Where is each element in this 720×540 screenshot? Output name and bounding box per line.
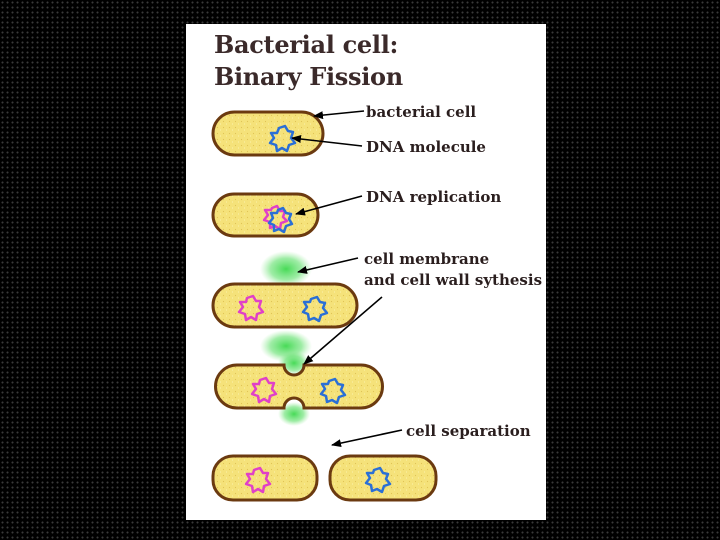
cell-stage-3 <box>211 251 359 362</box>
label-bacterial-cell: bacterial cell <box>366 103 477 121</box>
membrane-synthesis-glow-bottom <box>278 402 310 426</box>
label-cell-separation: cell separation <box>406 422 531 440</box>
cell-stage-2 <box>211 192 320 238</box>
elongated-cell <box>211 282 359 329</box>
arrow-to-dna-molecule <box>291 135 363 147</box>
dna-copy <box>237 294 265 322</box>
bacterial-cell <box>211 110 325 157</box>
dna-original <box>364 466 392 494</box>
label-membrane-line-1: cell membrane <box>364 250 490 268</box>
dna-original <box>267 206 294 234</box>
daughter-cell-right <box>328 454 438 502</box>
label-dna-molecule: DNA molecule <box>366 138 486 156</box>
membrane-synthesis-glow-top <box>260 251 312 287</box>
daughter-cell-left <box>211 454 319 502</box>
arrow-to-membrane-synthesis <box>297 257 359 274</box>
replicating-cell <box>211 192 320 238</box>
diagram-panel: Bacterial cell: Binary Fission bacterial… <box>186 24 546 520</box>
arrow-to-dna-replication <box>295 195 363 216</box>
label-membrane-line-2: and cell wall sythesis <box>364 271 543 289</box>
title-line-2: Binary Fission <box>214 62 403 91</box>
cell-stage-1 <box>211 110 325 157</box>
label-dna-replication: DNA replication <box>366 188 502 206</box>
cell-stage-5 <box>211 454 438 502</box>
dna-original <box>319 377 347 405</box>
arrow-to-septum <box>303 296 383 365</box>
dna-copy <box>244 466 272 494</box>
dna-molecule <box>268 124 297 153</box>
dna-copy <box>262 204 289 231</box>
arrow-to-bacterial-cell <box>313 110 365 120</box>
pointer-arrows <box>291 110 403 448</box>
title-line-1: Bacterial cell: <box>214 30 399 59</box>
cell-stage-4 <box>214 351 384 426</box>
dna-copy <box>250 376 278 404</box>
arrow-to-cell-separation <box>331 429 403 448</box>
binary-fission-diagram <box>211 110 438 502</box>
dna-original <box>301 295 329 323</box>
